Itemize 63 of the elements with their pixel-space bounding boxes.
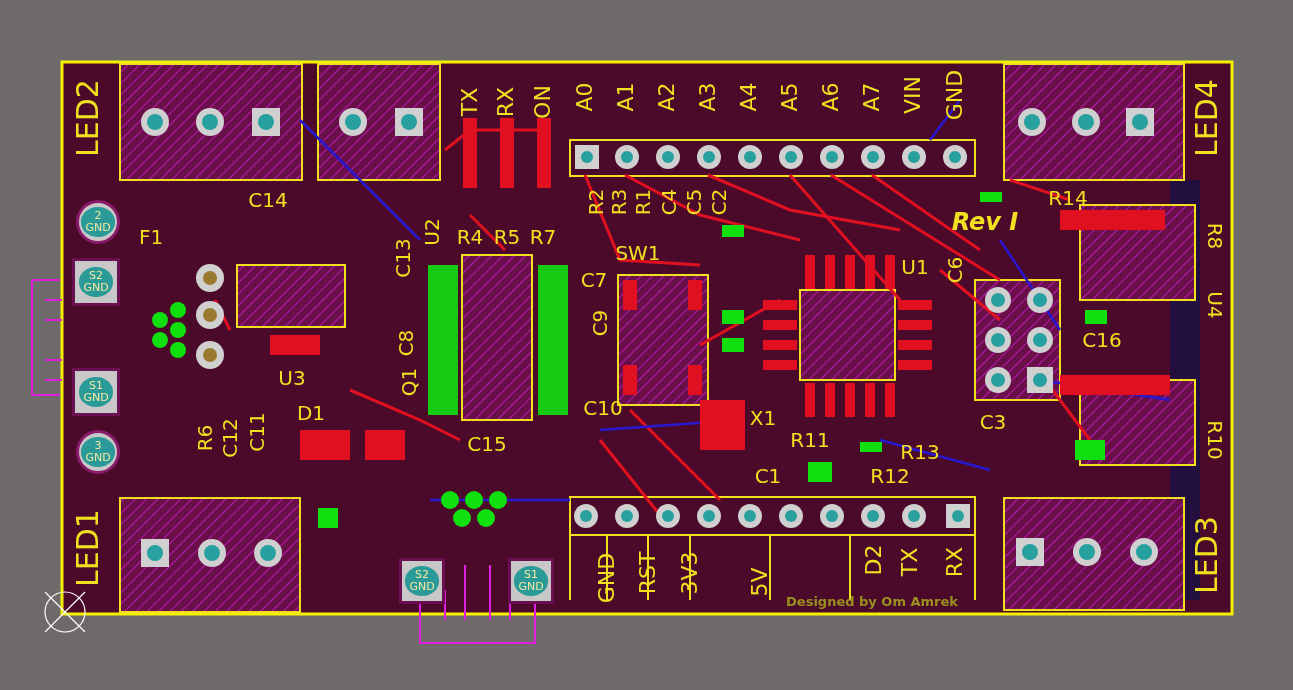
square-ground-pad: S1 GND	[72, 368, 120, 416]
silkscreen-label: SW1	[615, 243, 661, 263]
silkscreen-label: R1	[633, 188, 653, 216]
silkscreen-label: RX	[944, 546, 966, 578]
silkscreen-label: R11	[790, 430, 830, 450]
revision-label: Rev I	[951, 210, 1019, 234]
silkscreen-label: R4	[456, 227, 484, 247]
silkscreen-label: 5V	[749, 567, 771, 597]
silkscreen-label: F1	[138, 227, 164, 247]
silkscreen-label: R8	[1205, 222, 1225, 250]
silkscreen-label: ON	[532, 85, 554, 119]
silkscreen-label: U3	[278, 368, 306, 388]
silkscreen-label: A0	[574, 82, 596, 112]
silkscreen-label: C2	[709, 188, 729, 216]
silkscreen-label: R7	[529, 227, 557, 247]
silkscreen-label: C15	[467, 434, 507, 454]
silkscreen-label: C8	[396, 329, 416, 357]
silkscreen-label: U1	[901, 257, 929, 277]
silkscreen-label: LED2	[73, 79, 103, 157]
silkscreen-label: C4	[659, 188, 679, 216]
silkscreen-label: LED1	[73, 509, 103, 587]
silkscreen-label: R12	[870, 466, 910, 486]
silkscreen-label: C1	[754, 466, 782, 486]
silkscreen-label: C7	[580, 270, 608, 290]
silkscreen-label: LED3	[1192, 516, 1222, 594]
silkscreen-label: R10	[1205, 420, 1225, 460]
silkscreen-label: Q1	[399, 367, 419, 397]
silkscreen-label: C6	[945, 256, 965, 284]
silkscreen-label: A7	[861, 82, 883, 112]
silkscreen-label: D2	[863, 544, 885, 576]
silkscreen-label: VIN	[902, 76, 924, 114]
silkscreen-label: C9	[590, 309, 610, 337]
silkscreen-label: R5	[493, 227, 521, 247]
silkscreen-label: C13	[393, 238, 413, 278]
silkscreen-label: C11	[247, 412, 267, 452]
silkscreen-label: TX	[899, 547, 921, 577]
silkscreen-label: TX	[459, 87, 481, 117]
silkscreen-label: A6	[820, 82, 842, 112]
silkscreen-label: A2	[656, 82, 678, 112]
square-ground-pad: S1 GND	[508, 558, 554, 604]
silkscreen-label: LED4	[1192, 79, 1222, 157]
silkscreen-label: GND	[944, 69, 966, 121]
bottom-silkscreen-text: Designed by Om Amrek	[786, 594, 958, 608]
silkscreen-label: A4	[738, 82, 760, 112]
silkscreen-label: R3	[609, 188, 629, 216]
silkscreen-label: C16	[1082, 330, 1122, 350]
silkscreen-label: C3	[979, 412, 1007, 432]
silkscreen-label: X1	[749, 408, 777, 428]
silkscreen-label: R14	[1048, 188, 1088, 208]
silkscreen-label: A1	[615, 82, 637, 112]
silkscreen-label: D1	[296, 403, 326, 423]
silkscreen-label: C5	[684, 188, 704, 216]
silkscreen-label: A3	[697, 82, 719, 112]
silkscreen-label: U4	[1205, 291, 1225, 319]
silkscreen-label: R6	[195, 424, 215, 452]
silkscreen-label: U2	[422, 218, 442, 246]
silkscreen-label: R2	[586, 188, 606, 216]
silkscreen-label: C12	[220, 418, 240, 458]
silkscreen-label: A5	[779, 82, 801, 112]
square-ground-pad: S2 GND	[399, 558, 445, 604]
silkscreen-label: C14	[248, 190, 288, 210]
silkscreen-label: RX	[495, 86, 517, 118]
square-ground-pad: S2 GND	[72, 258, 120, 306]
